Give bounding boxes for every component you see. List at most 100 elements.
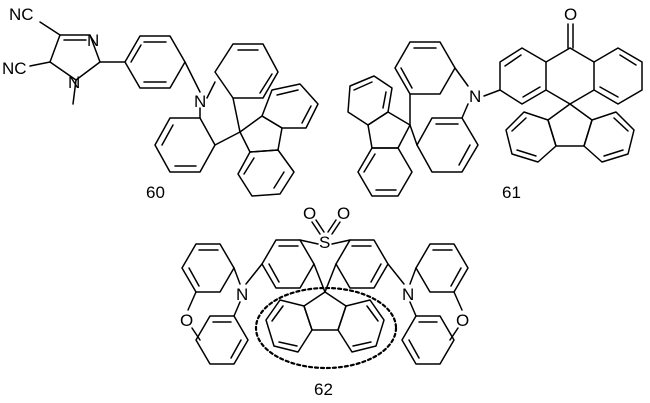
- atom-n-imidazole-top: N: [87, 31, 99, 50]
- atom-n-imidazole-methyl: N: [68, 73, 80, 92]
- nitrile-bond-upper: [39, 21, 61, 36]
- atom-n-acridine: N: [469, 87, 481, 106]
- fluorene-five-ring: [239, 115, 283, 153]
- fluorene-left-inner-2: [278, 341, 298, 347]
- anthrone-left-inner-2: [522, 86, 541, 98]
- left-fluorene-upper-ring: [347, 75, 393, 126]
- phenylene-inner-3: [130, 44, 142, 63]
- fluorene-right-inner-1: [366, 305, 379, 322]
- left-fluorene-upper-inner-1: [353, 81, 373, 91]
- nitrile-bond-lower: [29, 61, 51, 67]
- acridine-n-lower-bond: [461, 103, 469, 119]
- atom-o-sulfone-right: O: [337, 204, 350, 223]
- left-fluorene-lower-ring: [357, 147, 413, 197]
- compound-label-62: 62: [314, 380, 333, 399]
- acridine-top-inner-2: [259, 73, 273, 94]
- phenoxazine-left-upper-inner-2: [188, 267, 200, 287]
- acridine-spiro-bottom: [214, 131, 241, 146]
- acridine-upper-ring: [394, 41, 456, 95]
- phenoxazine-left-lower-inner-1: [230, 339, 242, 359]
- right-fluorene-left-inner-1: [511, 117, 527, 132]
- left-fluorene-five-ring: [367, 111, 411, 149]
- compound-label-61: 61: [502, 183, 521, 202]
- compound-label-60: 60: [146, 183, 165, 202]
- fluorene-five-ring: [303, 291, 347, 331]
- fluorene-right-inner-2: [301, 105, 312, 124]
- acridine-lower-inner-1: [458, 144, 471, 166]
- fluorene-lower-ring: [237, 149, 295, 197]
- atom-o-ketone: O: [564, 5, 577, 24]
- phenoxazine-right-upper-inner-2: [450, 267, 462, 287]
- o-left-upper-bond: [187, 291, 197, 311]
- left-fluorene-upper-inner-2: [382, 91, 387, 109]
- atom-o-left: O: [180, 311, 193, 330]
- acridine-n-aryl-bond: [483, 89, 501, 97]
- phenyl-n-bond: [184, 61, 201, 93]
- phenoxazine-left-lower-ring: [195, 315, 249, 365]
- s-bond-left: [299, 239, 319, 245]
- anthrone-left-ring: [499, 47, 547, 105]
- imidazole-ring: [49, 34, 101, 81]
- anthrone-carbonyl-right: [569, 47, 595, 63]
- phenylene-ring: [124, 35, 186, 89]
- compound-60-structure: NC NC N N N: [2, 5, 319, 197]
- s-bond-right: [331, 239, 351, 245]
- o-right-lower-bond: [449, 327, 459, 341]
- atom-n-right: N: [402, 285, 414, 304]
- right-fluorene-right-ring: [583, 111, 635, 163]
- fluorene-right-inner-1: [276, 89, 299, 96]
- atom-nc-lower: NC: [2, 59, 27, 78]
- atom-n-left: N: [236, 285, 248, 304]
- n-left-upper-bond: [233, 267, 241, 285]
- left-fluorene-lower-inner-2: [363, 153, 376, 173]
- highlight-ellipse: [254, 286, 398, 370]
- n-left-lower-bond: [233, 301, 241, 317]
- compound-61-structure: O N: [347, 5, 643, 197]
- acridine-top-ring: [214, 43, 279, 99]
- acridine-spiro-top: [232, 97, 241, 133]
- phenoxazine-right-lower-ring: [401, 315, 455, 365]
- acridine-bottom-inner-2: [161, 124, 174, 146]
- fluorene-lower-inner-1: [273, 171, 285, 189]
- so-double-right: [327, 219, 337, 233]
- fluorene-left-inner-1: [271, 305, 284, 322]
- n-right-lower-bond: [409, 301, 417, 317]
- anthrone-spiro-left: [545, 89, 571, 105]
- atom-s: S: [319, 233, 330, 252]
- n-right-aryl-bond: [387, 263, 405, 285]
- acridine-n-top: [206, 81, 216, 99]
- o-right-upper-bond: [453, 291, 463, 311]
- n-left-aryl-bond: [245, 263, 263, 285]
- atom-o-sulfone-left: O: [303, 204, 316, 223]
- atom-o-right: O: [456, 311, 469, 330]
- right-fluorene-left-ring: [505, 111, 557, 163]
- acridine-spiro-lower: [409, 124, 418, 146]
- atom-nc-upper: NC: [9, 5, 34, 24]
- so-double-left-b: [311, 221, 321, 235]
- anthrone-spiro-right: [569, 89, 595, 105]
- acridine-n-upper-bond: [454, 67, 469, 87]
- thioxanthene-right-inner-2: [370, 263, 382, 283]
- phenoxazine-right-lower-inner-1: [408, 339, 420, 359]
- anthrone-carbonyl-left: [545, 47, 571, 63]
- acridine-upper-inner-2: [400, 67, 413, 89]
- right-fluorene-right-inner-1: [613, 117, 629, 132]
- anthrone-right-inner-2: [599, 86, 619, 98]
- anthrone-right-ring: [593, 47, 643, 105]
- phenoxazine-left-upper-ring: [181, 243, 235, 293]
- anthrone-left-inner-1: [504, 54, 522, 67]
- o-left-lower-bond: [191, 327, 201, 341]
- compound-62-structure: O O S N N O O: [180, 204, 469, 370]
- acridine-lower-ring: [416, 117, 479, 173]
- fluorene-right-ring: [337, 299, 385, 353]
- right-fluorene-right-inner-2: [603, 149, 624, 157]
- n-right-upper-bond: [409, 267, 417, 285]
- acridine-bottom-ring: [154, 117, 216, 173]
- fluorene-left-ring: [265, 299, 313, 353]
- thioxanthene-left-inner-2: [268, 263, 280, 283]
- right-fluorene-left-inner-2: [516, 149, 537, 157]
- atom-n-acridine: N: [194, 92, 206, 111]
- so-double-left: [315, 219, 325, 233]
- so-double-right-b: [331, 221, 341, 235]
